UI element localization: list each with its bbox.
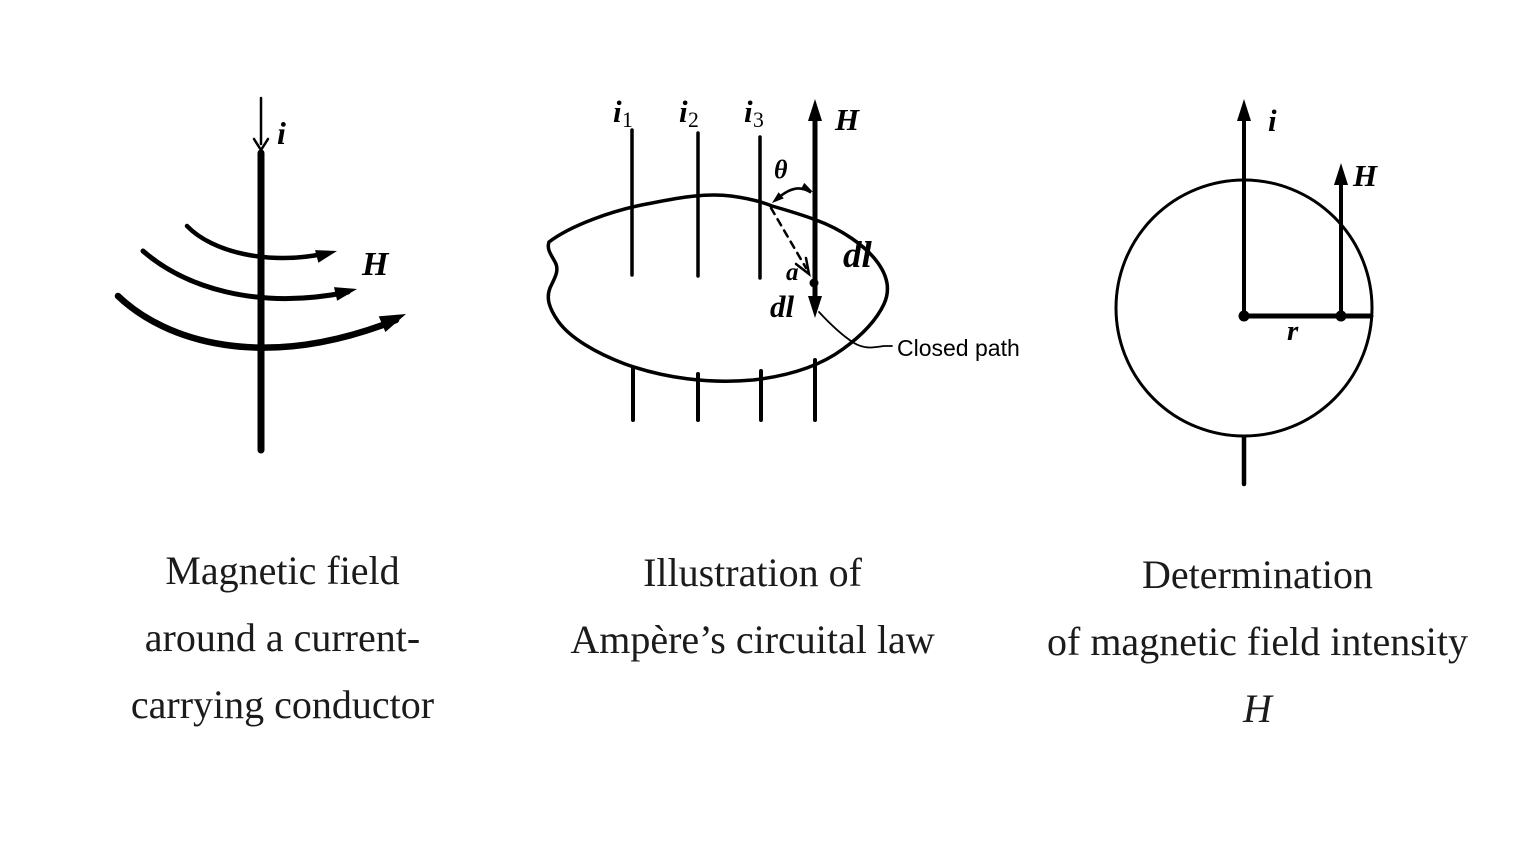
current-i1-subscript: 1: [622, 107, 633, 132]
angle-label: θ: [774, 155, 788, 184]
dashed-arrowhead-icon: [794, 256, 811, 277]
h-arrowhead-icon: [1334, 163, 1348, 185]
current-label: i: [277, 115, 286, 151]
caption-line: of magnetic field intensity: [1047, 619, 1468, 664]
caption-line-math-h: H: [1243, 686, 1272, 731]
dl-outer-label: dl: [843, 235, 872, 276]
current-i1-base: i: [613, 94, 622, 129]
ampere-diagram: [546, 99, 893, 422]
caption-line: Determination: [1141, 552, 1374, 597]
caption-line: Ampère’s circuital law: [570, 617, 935, 662]
current-i1-label: i1: [613, 94, 633, 131]
current-i2-base: i: [679, 94, 688, 129]
field-arrowhead-3-icon: [378, 314, 406, 332]
intensity-caption: Determination of magnetic field intensit…: [1005, 541, 1510, 742]
angle-arrowhead-right-icon: [800, 182, 813, 192]
current-i3-label: i3: [744, 94, 764, 131]
field-arc-3: [114, 292, 400, 351]
point-a-label: a: [786, 259, 799, 286]
current-i3-base: i: [744, 94, 753, 129]
dl-arrowhead-down-icon: [808, 296, 822, 318]
conductor-diagram: [114, 96, 406, 454]
caption-line: carrying conductor: [130, 682, 435, 727]
closed-path-leader-line: [818, 311, 893, 349]
current-i2-label: i2: [679, 94, 699, 131]
caption-line: Magnetic field: [165, 548, 400, 593]
field-label: H: [1353, 158, 1378, 193]
caption-line: around a current-: [144, 615, 421, 660]
h-arrowhead-up-icon: [808, 99, 822, 121]
current-i2-subscript: 2: [688, 107, 699, 132]
closed-path-curve: [546, 193, 890, 383]
dashed-direction-line: [769, 206, 808, 270]
current-i3-subscript: 3: [753, 107, 764, 132]
field-arrowhead-2-icon: [333, 287, 357, 301]
closed-path-label: Closed path: [897, 335, 1020, 361]
current-label: i: [1268, 103, 1277, 138]
dl-inner-label: dl: [770, 289, 795, 324]
field-arrowhead-1-icon: [315, 250, 337, 263]
caption-line: Illustration of: [643, 550, 862, 595]
center-dot: [1238, 310, 1250, 322]
conductor-caption: Magnetic field around a current- carryin…: [60, 537, 505, 738]
field-arc-1: [184, 223, 331, 261]
angle-arrowhead-left-icon: [772, 192, 784, 203]
field-arc-2: [140, 248, 351, 301]
ampere-caption: Illustration of Ampère’s circuital law: [535, 539, 970, 673]
point-a-dot: [809, 278, 819, 288]
radius-label: r: [1287, 315, 1299, 347]
current-arrowhead-icon: [1237, 99, 1251, 121]
field-label: H: [835, 102, 860, 137]
field-label: H: [362, 246, 389, 283]
intensity-diagram: [1114, 99, 1374, 487]
